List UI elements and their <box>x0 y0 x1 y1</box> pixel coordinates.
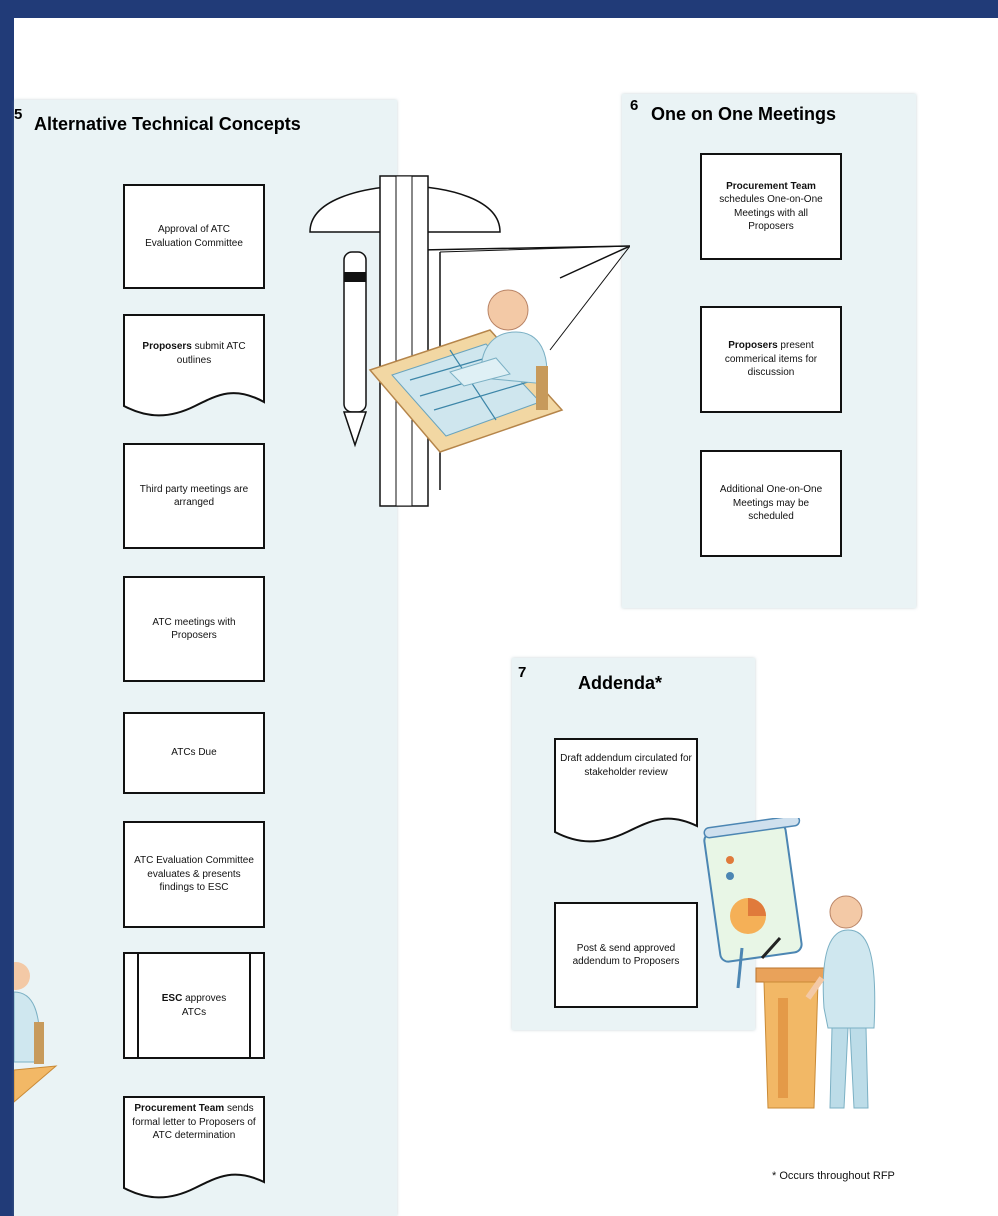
atc-step-7-text: approves ATCs <box>181 993 227 1018</box>
atc-step-6-text: ATC Evaluation Committee evaluates & pre… <box>134 855 254 894</box>
meetings-step-additional: Additional One-on-One Meetings may be sc… <box>700 450 842 557</box>
meetings-section-title: One on One Meetings <box>651 104 837 124</box>
atc-step-4-text: ATC meetings with Proposers <box>152 616 236 642</box>
drafting-clipart-icon <box>309 175 630 507</box>
addenda-step-draft-document: Draft addendum circulated for stakeholde… <box>554 738 698 846</box>
atc-section-number: 5 <box>14 106 23 123</box>
atc-section-title: Alternative Technical Concepts <box>34 114 301 134</box>
top-frame-bar <box>0 0 998 18</box>
footnote: * Occurs throughout RFP <box>772 1170 895 1182</box>
addenda-section-number: 7 <box>518 664 527 681</box>
atc-step-3-text: Third party meetings are arranged <box>139 483 249 509</box>
atc-step-third-party: Third party meetings are arranged <box>123 443 265 549</box>
meetings-step-2-text: present commerical items for discussion <box>724 340 818 379</box>
atc-step-due: ATCs Due <box>123 712 265 794</box>
atc-step-8-bold: Procurement Team <box>134 1103 225 1114</box>
meetings-step-schedule: Procurement Team schedules One-on-One Me… <box>700 153 842 260</box>
left-frame-bar <box>0 0 14 1216</box>
meetings-section-number: 6 <box>630 97 639 114</box>
atc-step-2-text: submit ATC outlines <box>176 341 246 366</box>
atc-step-5-text: ATCs Due <box>171 747 217 759</box>
atc-step-meetings: ATC meetings with Proposers <box>123 576 265 682</box>
atc-step-8-text: sends formal letter to Proposers of ATC … <box>132 1103 256 1141</box>
atc-step-7-bold: ESC <box>161 993 183 1004</box>
atc-step-submit-outlines-document: Proposers submit ATC outlines <box>123 314 265 420</box>
document-shape-icon <box>554 738 698 843</box>
atc-step-2-bold: Proposers <box>142 341 192 352</box>
process-bar-right <box>249 954 251 1057</box>
meetings-step-present: Proposers present commerical items for d… <box>700 306 842 413</box>
presenter-clipart-icon <box>703 818 876 1109</box>
meetings-step-1-bold: Procurement Team <box>726 180 816 192</box>
meetings-step-2-bold: Proposers <box>728 340 778 352</box>
atc-step-formal-letter-document: Procurement Team sends formal letter to … <box>123 1096 265 1202</box>
addenda-section-title: Addenda* <box>578 673 663 693</box>
addenda-step-post-send: Post & send approved addendum to Propose… <box>554 902 698 1008</box>
atc-step-1-text: Approval of ATC Evaluation Committee <box>145 224 243 249</box>
atc-step-evaluation: ATC Evaluation Committee evaluates & pre… <box>123 821 265 928</box>
document-shape-icon <box>123 1096 265 1199</box>
atc-step-approval-committee: Approval of ATC Evaluation Committee <box>123 184 265 289</box>
document-shape-icon <box>123 314 265 417</box>
process-bar-left <box>137 954 139 1057</box>
meetings-step-1-text: schedules One-on-One Meetings with all P… <box>719 194 823 232</box>
meetings-step-3-text: Additional One-on-One Meetings may be sc… <box>719 484 823 523</box>
addenda-step-1-text: Draft addendum circulated for stakeholde… <box>560 753 692 778</box>
addenda-step-2-text: Post & send approved addendum to Propose… <box>572 942 680 968</box>
person-at-desk-clipart-icon <box>14 962 58 1103</box>
atc-step-esc-approves: ESC approves ATCs <box>123 952 265 1059</box>
